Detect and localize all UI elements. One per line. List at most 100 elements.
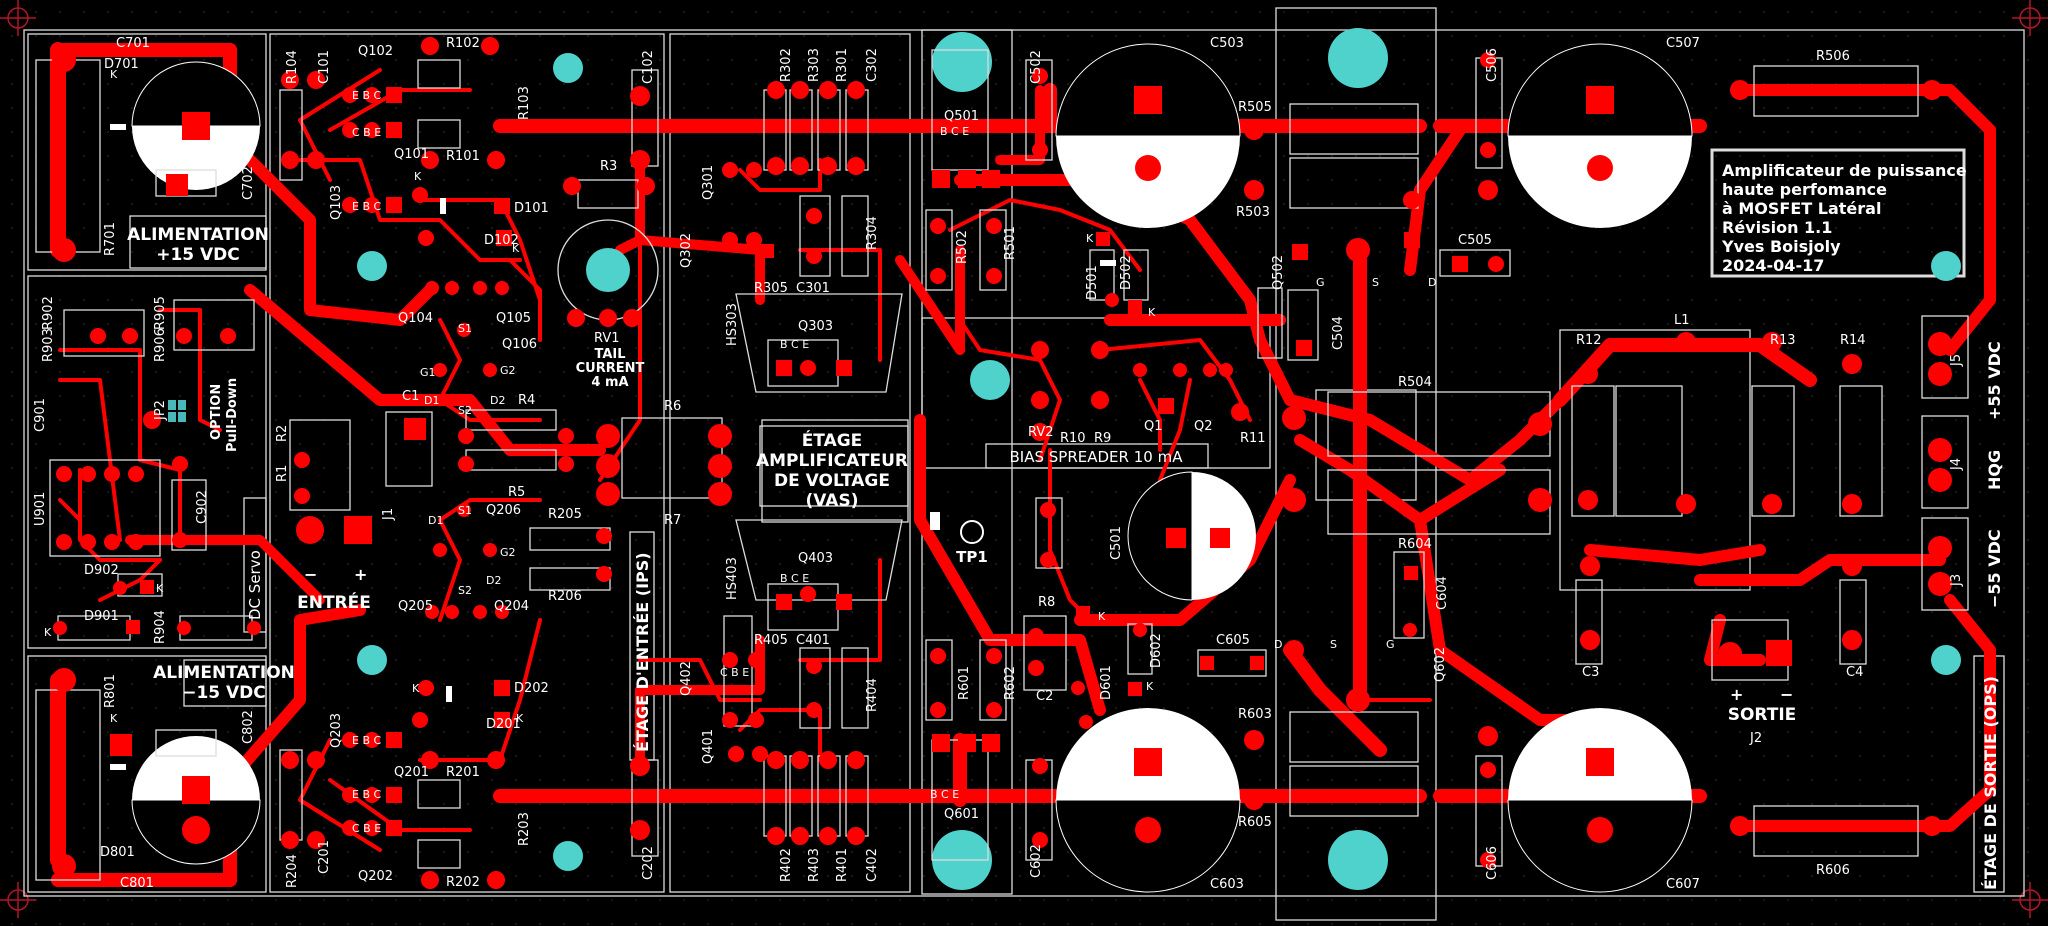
- label-D901: D901: [84, 609, 119, 624]
- label-J1: J1: [381, 508, 396, 521]
- label-R206: R206: [548, 589, 582, 604]
- j5-voltage-label: +55 VDC: [1985, 341, 2004, 420]
- label-Q502: Q502: [1271, 255, 1286, 290]
- label-C506: C506: [1485, 48, 1500, 82]
- title-line-6: 2024-04-17: [1722, 256, 1824, 275]
- label-C101: C101: [317, 50, 332, 84]
- label-Q202: Q202: [358, 869, 393, 884]
- label-C302: C302: [865, 48, 880, 82]
- label-R103: R103: [517, 86, 532, 120]
- pin-q403: B C E: [780, 572, 809, 585]
- supply-neg-label-1: ALIMENTATION: [153, 663, 295, 683]
- title-line-2: haute perfomance: [1722, 180, 1887, 199]
- j3-voltage-label: −55 VDC: [1985, 529, 2004, 608]
- label-R8: R8: [1038, 595, 1055, 610]
- label-J5: J5: [1949, 354, 1964, 367]
- label-Q205: Q205: [398, 599, 433, 614]
- j1-plus: +: [354, 565, 367, 584]
- label-C2: C2: [1036, 689, 1053, 704]
- label-R10: R10: [1060, 431, 1086, 446]
- pin-d201-k: K: [516, 712, 524, 725]
- label-D502: D502: [1119, 255, 1134, 290]
- pin-q103: E B C: [352, 200, 381, 213]
- label-C505: C505: [1458, 233, 1492, 248]
- label-R506: R506: [1816, 49, 1850, 64]
- pin-s2-top: S2: [458, 404, 472, 417]
- label-C301: C301: [796, 281, 830, 296]
- pin-q502-s: S: [1372, 276, 1379, 289]
- label-C401: C401: [796, 633, 830, 648]
- pin-q502-g: G: [1316, 276, 1325, 289]
- pin-d202-k: K: [412, 682, 420, 695]
- pin-q602-g: G: [1386, 638, 1395, 651]
- label-J2: J2: [1749, 731, 1762, 746]
- label-R101: R101: [446, 149, 480, 164]
- label-C507: C507: [1666, 36, 1700, 51]
- label-C504: C504: [1331, 316, 1346, 350]
- pin-q303: B C E: [780, 338, 809, 351]
- label-R7: R7: [664, 513, 681, 528]
- label-R601: R601: [957, 666, 972, 700]
- label-R605: R605: [1238, 815, 1272, 830]
- label-Q203: Q203: [329, 713, 344, 748]
- label-Q501: Q501: [944, 109, 979, 124]
- label-R205: R205: [548, 507, 582, 522]
- pin-d102-k: K: [512, 242, 520, 255]
- label-C503: C503: [1210, 36, 1244, 51]
- title-line-3: à MOSFET Latéral: [1722, 199, 1881, 218]
- label-RV2: RV2: [1028, 425, 1054, 440]
- label-R2: R2: [275, 425, 290, 442]
- jumper-jp2-pad-3: [168, 412, 176, 422]
- tail-current-label-1: TAIL: [594, 347, 625, 362]
- pin-d602-k: K: [1146, 680, 1154, 693]
- label-Q105: Q105: [496, 311, 531, 326]
- pin-d501-k: K: [1086, 232, 1094, 245]
- label-R304: R304: [865, 216, 880, 250]
- pin-g2-top: G2: [500, 364, 516, 377]
- label-C701: C701: [116, 36, 150, 51]
- label-R104: R104: [285, 50, 300, 84]
- pin-q601: B C E: [930, 788, 959, 801]
- mounting-holes: [357, 28, 1961, 890]
- label-HS303: HS303: [725, 303, 740, 346]
- label-Q2: Q2: [1194, 419, 1213, 434]
- label-C902: C902: [195, 490, 210, 524]
- label-C402: C402: [865, 848, 880, 882]
- label-Q301: Q301: [701, 165, 716, 200]
- tail-current-label-3: 4 mA: [591, 375, 628, 390]
- label-R401: R401: [835, 848, 850, 882]
- test-point-tp1: [960, 520, 984, 544]
- label-R4: R4: [518, 393, 535, 408]
- jumper-jp2-pad-1: [168, 400, 176, 410]
- label-R405: R405: [754, 633, 788, 648]
- label-JP2: JP2: [153, 400, 168, 421]
- label-R3: R3: [600, 159, 617, 174]
- j2-plus: +: [1730, 685, 1743, 704]
- label-C501: C501: [1109, 526, 1124, 560]
- label-R203: R203: [517, 812, 532, 846]
- j4-hqg-label: HQG: [1985, 450, 2004, 490]
- pin-s1-top: S1: [458, 322, 472, 335]
- label-Q103: Q103: [329, 185, 344, 220]
- label-R604: R604: [1398, 537, 1432, 552]
- label-D102: D102: [484, 233, 519, 248]
- vas-label-3: DE VOLTAGE: [774, 471, 890, 491]
- label-R402: R402: [779, 848, 794, 882]
- label-Q401: Q401: [701, 729, 716, 764]
- label-C4: C4: [1846, 665, 1863, 680]
- pin-g2-bottom: G2: [500, 546, 516, 559]
- label-R12: R12: [1576, 333, 1602, 348]
- label-R502: R502: [955, 230, 970, 264]
- label-Q1: Q1: [1144, 419, 1163, 434]
- label-Q403: Q403: [798, 551, 833, 566]
- label-C201: C201: [317, 840, 332, 874]
- pin-q602-s: S: [1330, 638, 1337, 651]
- tp1-label: TP1: [956, 548, 988, 566]
- label-C3: C3: [1582, 665, 1599, 680]
- pin-q201: E B C: [352, 788, 381, 801]
- label-R303: R303: [807, 48, 822, 82]
- pin-q501: B C E: [940, 125, 969, 138]
- vas-label-2: AMPLIFICATEUR: [756, 451, 908, 471]
- label-R403: R403: [807, 848, 822, 882]
